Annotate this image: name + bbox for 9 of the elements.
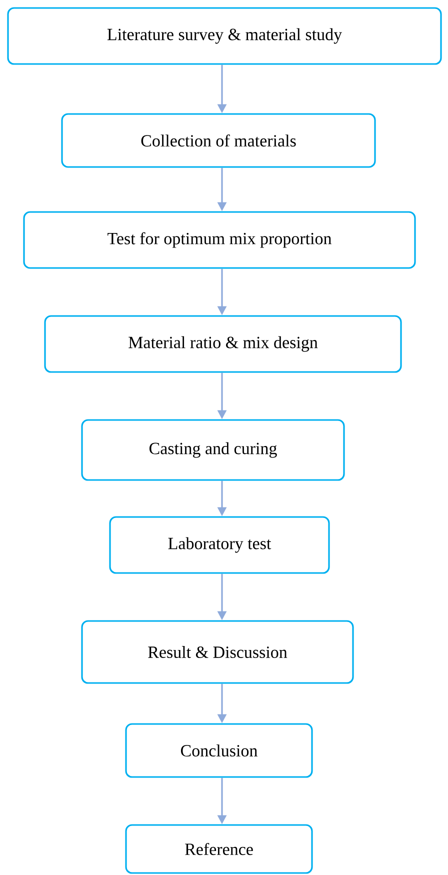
process-box: Reference [125,824,313,874]
process-box: Result & Discussion [81,620,354,684]
process-box: Test for optimum mix proportion [23,211,416,269]
process-box: Laboratory test [109,516,330,574]
process-box: Material ratio & mix design [44,315,402,373]
process-box: Literature survey & material study [7,7,442,65]
process-box: Casting and curing [81,419,345,481]
process-box: Collection of materials [61,113,376,168]
process-box: Conclusion [125,723,313,778]
